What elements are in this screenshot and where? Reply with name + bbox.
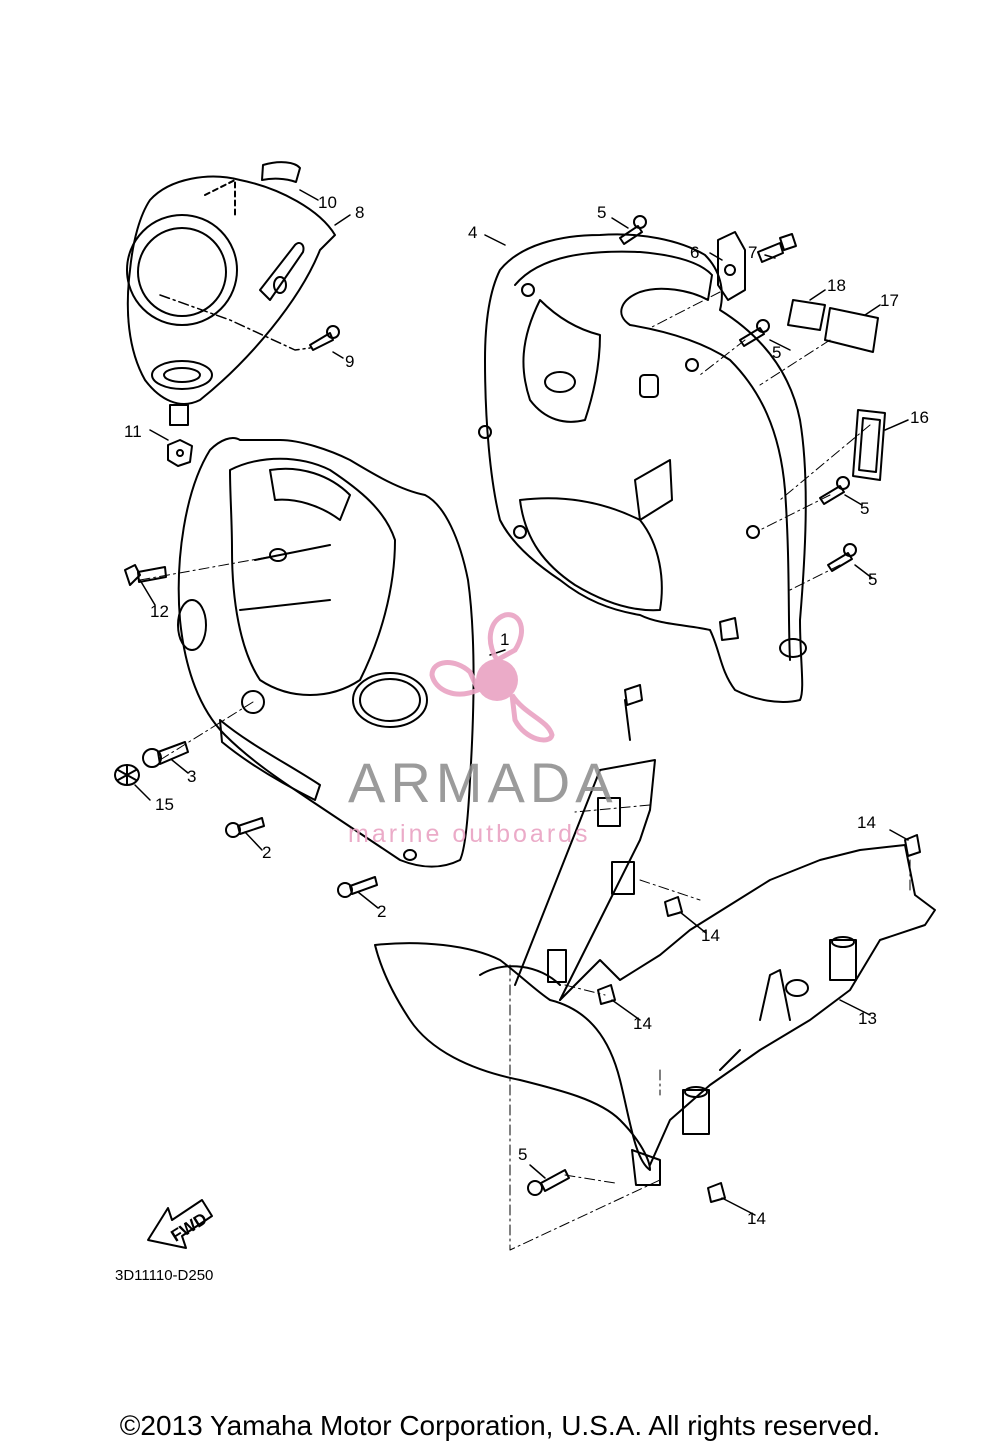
screw-part-5-mid (739, 319, 770, 347)
watermark-tagline: marine outboards (348, 820, 591, 848)
part-labels: 1 2 2 3 4 5 5 5 5 5 6 7 8 9 10 11 12 13 … (124, 193, 929, 1228)
bolt-part-12 (124, 564, 167, 586)
part-label-8: 8 (355, 203, 364, 222)
bracket-part-6 (717, 231, 746, 301)
bolt-part-3 (142, 741, 189, 768)
part-label-14: 14 (747, 1209, 766, 1228)
propeller-logo-icon (429, 612, 555, 743)
clip-part-14-a (904, 834, 921, 857)
clip-part-14-b (664, 896, 683, 917)
part-label-2: 2 (262, 843, 271, 862)
part-label-5: 5 (772, 343, 781, 362)
plate-part-18 (787, 299, 826, 331)
copyright-notice: ©2013 Yamaha Motor Corporation, U.S.A. A… (119, 1410, 881, 1441)
screw-part-5-right-upper (819, 476, 850, 505)
clip-part-14-c (597, 984, 616, 1005)
bolt-part-7 (757, 233, 797, 263)
inner-panel-part-4 (478, 233, 807, 703)
part-label-10: 10 (318, 193, 337, 212)
part-label-1: 1 (500, 630, 509, 649)
part-label-5: 5 (868, 570, 877, 589)
part-label-15: 15 (155, 795, 174, 814)
part-label-7: 7 (748, 243, 757, 262)
screw-part-9 (309, 325, 340, 351)
diagram-code: 3D11110-D250 (115, 1267, 213, 1284)
part-label-9: 9 (345, 352, 354, 371)
screw-part-5-bottom (527, 1169, 570, 1196)
part-label-12: 12 (150, 602, 169, 621)
pad-part-10 (261, 161, 301, 183)
parts-diagram: FWD 1 2 2 3 4 5 5 5 5 5 6 7 8 9 10 11 12… (114, 161, 936, 1284)
part-label-4: 4 (468, 223, 477, 242)
screw-part-2-upper (225, 817, 265, 838)
fwd-arrow-icon (147, 1199, 213, 1249)
part-label-13: 13 (858, 1009, 877, 1028)
part-label-14: 14 (857, 813, 876, 832)
part-label-18: 18 (827, 276, 846, 295)
part-label-6: 6 (690, 243, 699, 262)
part-label-17: 17 (880, 291, 899, 310)
fwd-label: FWD (168, 1209, 211, 1246)
part-label-5: 5 (597, 203, 606, 222)
part-label-16: 16 (910, 408, 929, 427)
part-label-14: 14 (701, 926, 720, 945)
leader-lines (134, 189, 911, 1251)
watermark-name: ARMADA (348, 751, 618, 814)
screw-part-5-right-lower (827, 543, 857, 572)
seal-part-16 (852, 409, 886, 481)
grommet-part-15 (114, 764, 140, 786)
leg-shield-part-1 (177, 437, 475, 868)
part-label-2: 2 (377, 902, 386, 921)
screw-part-2-lower (337, 876, 378, 898)
part-label-14: 14 (633, 1014, 652, 1033)
watermark: ARMADA marine outboards (348, 612, 618, 848)
plate-part-17 (824, 307, 879, 353)
nut-part-11 (167, 439, 193, 467)
screw-part-5-top (619, 215, 647, 245)
clip-part-14-d (707, 1182, 726, 1203)
headlight-cover-part-8 (126, 175, 336, 426)
part-label-5: 5 (860, 499, 869, 518)
part-label-3: 3 (187, 767, 196, 786)
part-label-11: 11 (124, 422, 142, 441)
part-label-5: 5 (518, 1145, 527, 1164)
